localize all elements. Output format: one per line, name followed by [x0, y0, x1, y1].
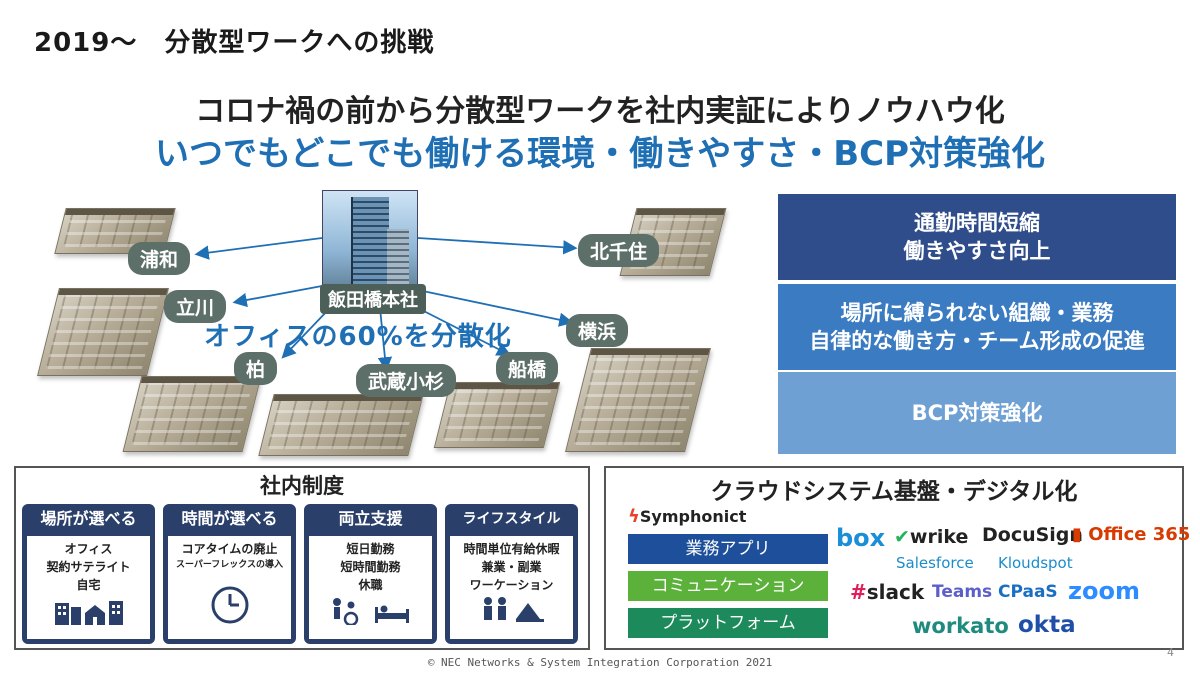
card-time-body: コアタイムの廃止 スーパーフレックスの導入 [168, 536, 291, 639]
card-support-line: 短日勤務 [346, 542, 395, 556]
okta-logo: okta [1018, 612, 1076, 638]
card-support-head: 両立支援 [338, 509, 403, 528]
card-location-line: 自宅 [76, 578, 101, 592]
location-label-kashiwa: 柏 [234, 352, 278, 385]
slack-hash-icon: # [850, 580, 867, 604]
copyright: © NEC Networks & System Integration Corp… [427, 656, 773, 669]
category-business-apps: 業務アプリ [628, 534, 828, 564]
location-label-urawa: 浦和 [128, 242, 191, 275]
connection-arrows [194, 237, 578, 372]
salesforce-logo: Salesforce [896, 554, 974, 572]
building-icon [27, 597, 150, 633]
benefit-commute: 通勤時間短縮 働きやすさ向上 [778, 194, 1176, 280]
category-platform: プラットフォーム [628, 608, 828, 638]
card-lifestyle-line: ワーケーション [469, 578, 554, 592]
office-square-icon: ▮ [1072, 524, 1082, 545]
benefit-bcp-line1: BCP対策強化 [911, 401, 1043, 425]
location-label-musashikosugi: 武蔵小杉 [356, 364, 457, 397]
category-communication: コミュニケーション [628, 571, 828, 601]
kloudspot-logo: Kloudspot [998, 554, 1073, 572]
card-support-line: 短時間勤務 [340, 560, 401, 574]
card-support-body: 短日勤務 短時間勤務 休職 [309, 536, 432, 639]
location-label-funabashi: 船橋 [496, 352, 559, 385]
slack-logo: #slack [850, 580, 924, 604]
cloud-system-panel: クラウドシステム基盤・デジタル化 ϟSymphonict 業務アプリ コミュニケ… [604, 466, 1190, 650]
card-location-line: 契約サテライト [46, 560, 131, 574]
workato-logo: workato [912, 614, 1009, 638]
cpaas-logo: CPaaS [998, 582, 1058, 602]
wrike-check-icon: ✔ [894, 526, 910, 548]
card-location: 場所が選べる オフィス 契約サテライト 自宅 [22, 504, 155, 644]
location-label-tachikawa: 立川 [164, 290, 227, 323]
location-label-yokohama: 横浜 [566, 314, 629, 347]
office365-logo: ▮ Office 365 [1072, 524, 1190, 545]
benefit-commute-line2: 働きやすさ向上 [903, 239, 1051, 263]
card-location-body: オフィス 契約サテライト 自宅 [27, 536, 150, 639]
card-time-head: 時間が選べる [181, 509, 278, 528]
card-support-line: 休職 [358, 578, 383, 592]
box-logo: box [836, 524, 886, 552]
symphonict-logo: ϟSymphonict [628, 506, 746, 527]
card-location-head: 場所が選べる [40, 509, 137, 528]
docusign-logo: DocuSign [982, 524, 1083, 546]
card-lifestyle: ライフスタイル 時間単位有給休暇 兼業・副業 ワーケーション [445, 504, 578, 644]
internal-system-title: 社内制度 [260, 474, 344, 498]
benefit-organization-line2: 自律的な働き方・チーム形成の促進 [809, 329, 1145, 353]
office-map: 浦和 北千住 立川 横浜 柏 武蔵小杉 船橋 飯田橋本社 オフィスの60%を分散… [30, 186, 770, 464]
card-time-line: コアタイムの廃止 [181, 542, 278, 556]
benefit-commute-line1: 通勤時間短縮 [914, 211, 1040, 235]
zoom-logo: zoom [1068, 577, 1140, 605]
hq-building-image [322, 190, 418, 292]
card-time-line: スーパーフレックスの導入 [175, 560, 284, 570]
card-lifestyle-head: ライフスタイル [462, 511, 561, 527]
card-support: 両立支援 短日勤務 短時間勤務 休職 [304, 504, 437, 644]
cloud-system-title: クラウドシステム基盤・デジタル化 [710, 479, 1078, 505]
internal-system-panel: 社内制度 場所が選べる オフィス 契約サテライト 自宅 [14, 466, 590, 650]
card-lifestyle-line: 時間単位有給休暇 [463, 542, 560, 556]
wrike-logo: ✔wrike [894, 526, 968, 548]
disperse-message: オフィスの60%を分散化 [204, 322, 512, 352]
people-icon [450, 595, 573, 633]
page-number: 4 [1167, 646, 1174, 659]
slack-text: slack [866, 580, 925, 604]
office365-text: Office 365 [1088, 524, 1191, 545]
location-label-kitasenju: 北千住 [578, 234, 660, 267]
care-icon [309, 597, 432, 633]
teams-logo: Teams [932, 582, 993, 602]
card-location-line: オフィス [64, 542, 113, 556]
hq-label: 飯田橋本社 [320, 284, 426, 314]
benefit-organization-line1: 場所に縛られない組織・業務 [840, 301, 1114, 325]
slide-title: 2019～ 分散型ワークへの挑戦 [34, 28, 435, 58]
headline-primary: コロナ禍の前から分散型ワークを社内実証によりノウハウ化 [195, 94, 1005, 129]
card-lifestyle-body: 時間単位有給休暇 兼業・副業 ワーケーション [450, 536, 573, 639]
card-lifestyle-line: 兼業・副業 [481, 560, 542, 574]
symphonict-mark-icon: ϟ [628, 506, 640, 527]
benefit-organization: 場所に縛られない組織・業務 自律的な働き方・チーム形成の促進 [778, 284, 1176, 370]
headline-secondary: いつでもどこでも働ける環境・働きやすさ・BCP対策強化 [154, 134, 1046, 174]
card-time: 時間が選べる コアタイムの廃止 スーパーフレックスの導入 [163, 504, 296, 644]
symphonict-text: Symphonict [639, 507, 747, 526]
clock-icon [168, 585, 291, 633]
benefit-bcp: BCP対策強化 [778, 372, 1176, 454]
wrike-text: wrike [909, 526, 969, 548]
